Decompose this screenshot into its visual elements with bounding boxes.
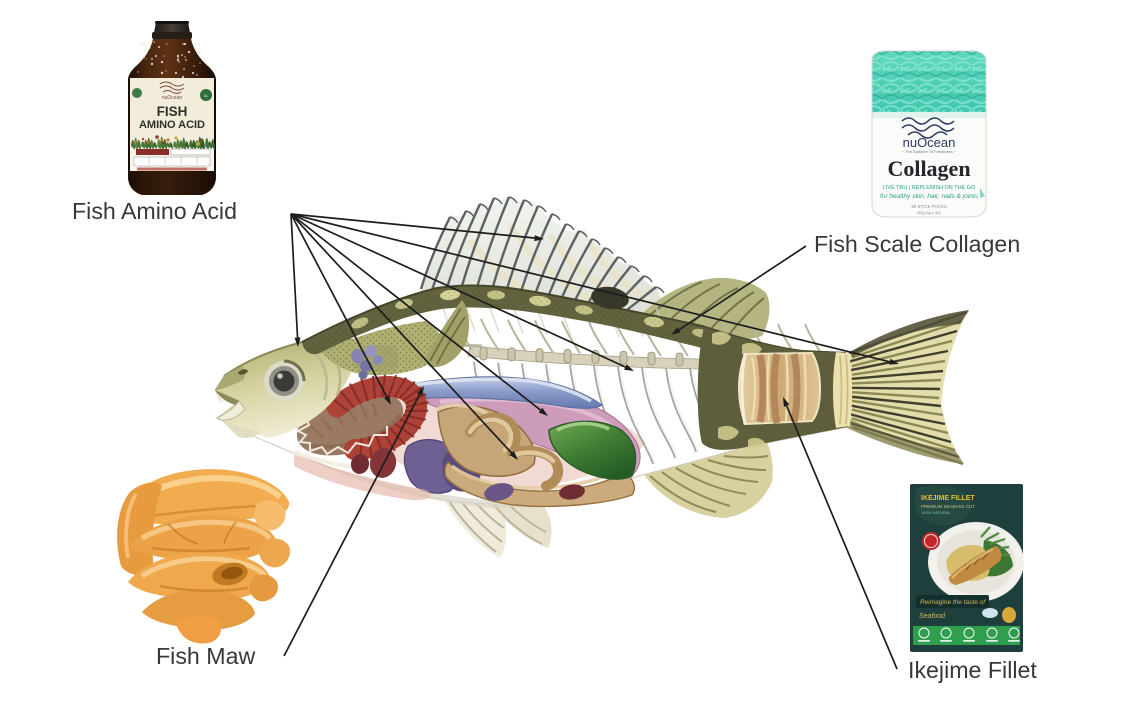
svg-text:LIVE TRU | REPLENISH ON THE GO: LIVE TRU | REPLENISH ON THE GO: [883, 185, 976, 191]
svg-text:60g (2g x 30): 60g (2g x 30): [917, 210, 941, 215]
svg-text:Ikejime Fillet: Ikejime Fillet: [908, 657, 1037, 683]
svg-text:FISH: FISH: [157, 104, 188, 119]
svg-text:100% NATURAL: 100% NATURAL: [921, 510, 951, 515]
svg-text:Collagen: Collagen: [887, 156, 970, 181]
svg-text:Fish Amino Acid: Fish Amino Acid: [72, 198, 237, 224]
svg-text:30 STICK PACKS: 30 STICK PACKS: [911, 204, 947, 209]
svg-text:for healthy skin, hair, nails: for healthy skin, hair, nails & joints: [880, 193, 979, 200]
svg-text:1L: 1L: [204, 93, 209, 98]
svg-text:Reimagine the taste of: Reimagine the taste of: [920, 599, 986, 606]
svg-text:nuOcean: nuOcean: [903, 135, 956, 150]
svg-text:~ The Epitome Of Freshness ~: ~ The Epitome Of Freshness ~: [902, 149, 957, 154]
svg-text:nuOcean: nuOcean: [162, 95, 183, 101]
svg-text:Fish Scale Collagen: Fish Scale Collagen: [814, 231, 1020, 257]
svg-text:AMINO ACID: AMINO ACID: [139, 119, 205, 131]
svg-text:Fish Maw: Fish Maw: [156, 643, 255, 669]
svg-text:IKEJIME FILLET: IKEJIME FILLET: [921, 495, 975, 502]
svg-text:PREMIUM SEABASS CUT: PREMIUM SEABASS CUT: [921, 504, 975, 509]
svg-text:Seafood: Seafood: [919, 613, 946, 620]
